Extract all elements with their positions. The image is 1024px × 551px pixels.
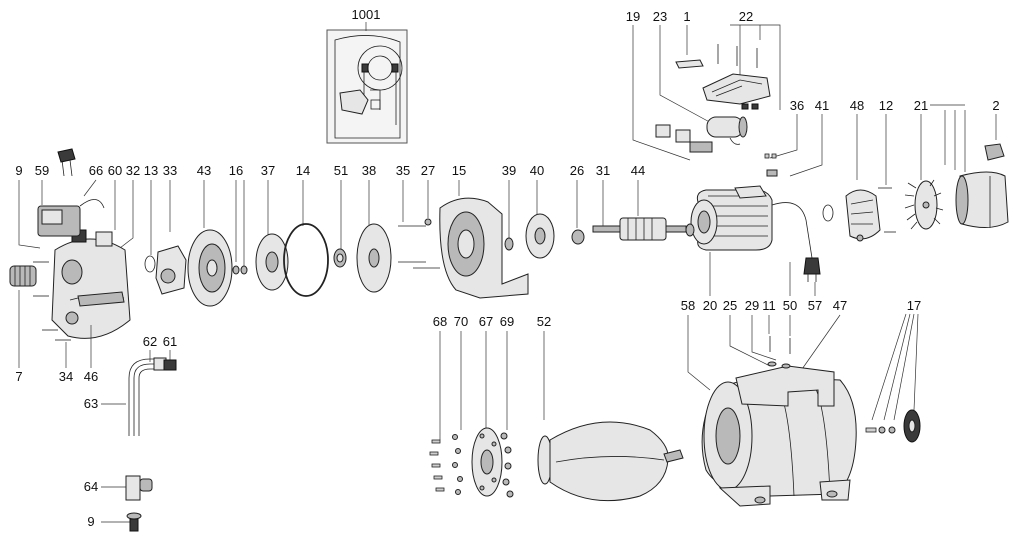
callout-19: 19	[626, 9, 640, 24]
rear-end-shield	[822, 189, 881, 242]
callout-60: 60	[108, 163, 122, 178]
callout-33: 33	[163, 163, 177, 178]
screws-35-27	[398, 218, 440, 269]
callout-31: 31	[596, 163, 610, 178]
callout-9b: 9	[87, 514, 94, 529]
capacitor	[706, 116, 748, 145]
callout-51: 51	[334, 163, 348, 178]
callout-13: 13	[144, 163, 158, 178]
suction-hose-63	[128, 357, 177, 436]
washers-70	[452, 434, 463, 495]
callout-57: 57	[808, 298, 822, 313]
callout-41: 41	[815, 98, 829, 113]
terminal-box-cover	[702, 44, 771, 110]
pressure-switch	[37, 148, 113, 247]
screws-36	[764, 153, 778, 177]
callout-32: 32	[126, 163, 140, 178]
callout-36: 36	[790, 98, 804, 113]
fan	[904, 179, 944, 230]
callout-44: 44	[631, 163, 645, 178]
ejector	[144, 245, 187, 295]
callout-7: 7	[15, 369, 22, 384]
callout-66: 66	[89, 163, 103, 178]
callout-21: 21	[914, 98, 928, 113]
seal-51	[333, 248, 347, 268]
callout-63: 63	[84, 396, 98, 411]
callout-61: 61	[163, 334, 177, 349]
motor	[690, 185, 821, 282]
callout-37: 37	[261, 163, 275, 178]
washer-39	[504, 237, 514, 251]
threaded-connector	[9, 265, 37, 287]
callout-29: 29	[745, 298, 759, 313]
diffuser-plate-38	[356, 223, 392, 293]
callout-39: 39	[502, 163, 516, 178]
callout-59: 59	[35, 163, 49, 178]
callout-20: 20	[703, 298, 717, 313]
callout-47: 47	[833, 298, 847, 313]
callout-35: 35	[396, 163, 410, 178]
tank-flange-67	[471, 427, 503, 497]
callout-23: 23	[653, 9, 667, 24]
callout-40: 40	[530, 163, 544, 178]
diffuser-43	[187, 229, 233, 307]
callout-52: 52	[537, 314, 551, 329]
o-ring-14	[283, 223, 329, 297]
callout-62: 62	[143, 334, 157, 349]
callout-11: 11	[762, 298, 776, 313]
washers-16	[232, 265, 248, 275]
callout-46: 46	[84, 369, 98, 384]
label-plate	[675, 59, 704, 69]
nuts-69	[500, 432, 514, 498]
terminal-block	[655, 124, 713, 153]
fitting-64	[125, 475, 153, 501]
callout-16: 16	[229, 163, 243, 178]
disc-40	[525, 213, 555, 259]
callout-2: 2	[992, 98, 999, 113]
callout-69: 69	[500, 314, 514, 329]
callout-64: 64	[84, 479, 98, 494]
callout-26: 26	[570, 163, 584, 178]
callout-1: 1	[683, 9, 690, 24]
callout-68: 68	[433, 314, 447, 329]
callout-34: 34	[59, 369, 73, 384]
callout-48: 48	[850, 98, 864, 113]
tank-screws-11	[767, 336, 791, 369]
callout-17: 17	[907, 298, 921, 313]
callout-67: 67	[479, 314, 493, 329]
valve-17	[865, 409, 921, 443]
membrane-52	[537, 421, 684, 502]
pressure-tank-58	[701, 365, 857, 507]
callout-9: 9	[15, 163, 22, 178]
callout-50: 50	[783, 298, 797, 313]
rotor	[571, 217, 695, 245]
wiring-inset	[326, 29, 408, 144]
impeller-37	[255, 233, 289, 291]
callout-43: 43	[197, 163, 211, 178]
callout-12: 12	[879, 98, 893, 113]
pump-flange-15	[439, 197, 529, 299]
callout-70: 70	[454, 314, 468, 329]
drain-plug-9	[126, 512, 142, 532]
flange-bolts-68	[429, 439, 445, 492]
callout-38: 38	[362, 163, 376, 178]
pump-housing	[51, 229, 131, 339]
callout-1001: 1001	[352, 7, 381, 22]
callout-27: 27	[421, 163, 435, 178]
fan-cover	[955, 143, 1009, 228]
callout-15: 15	[452, 163, 466, 178]
callout-25: 25	[723, 298, 737, 313]
callout-22: 22	[739, 9, 753, 24]
callout-14: 14	[296, 163, 310, 178]
callout-58: 58	[681, 298, 695, 313]
housing-screws	[33, 261, 71, 341]
